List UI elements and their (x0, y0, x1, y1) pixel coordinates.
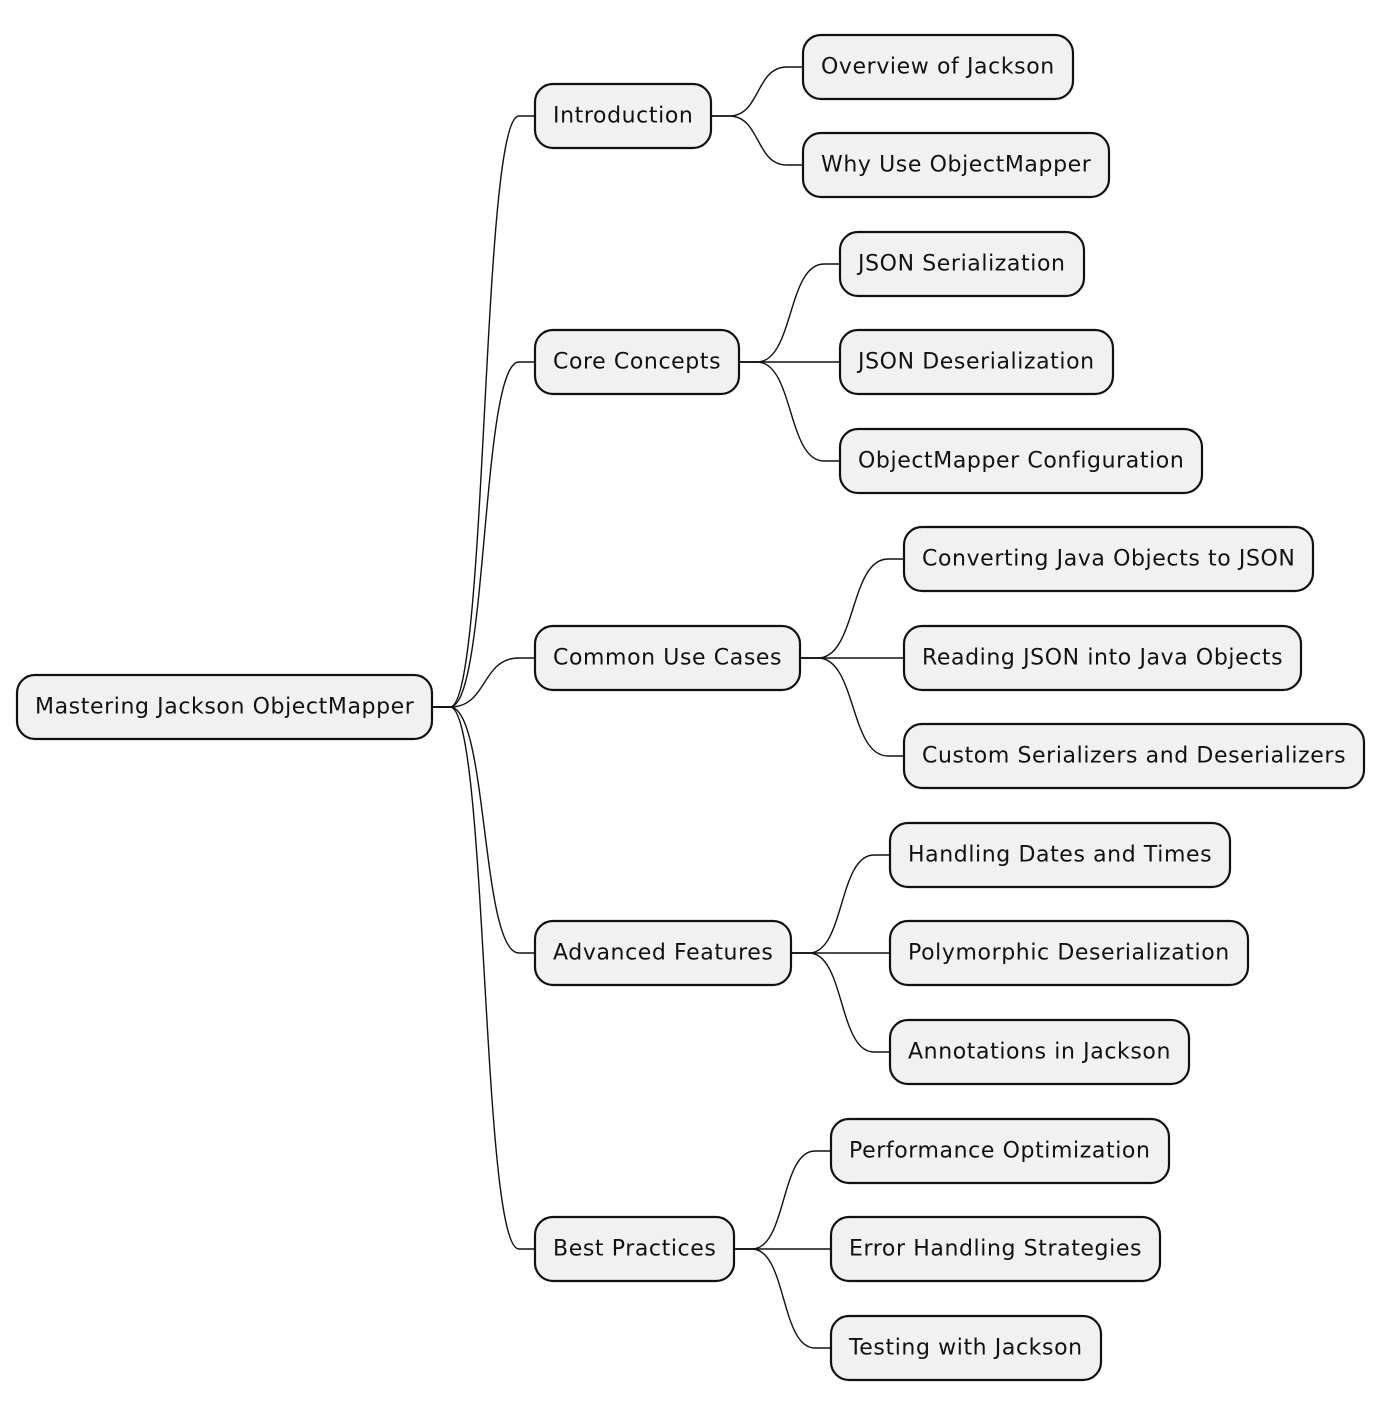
node-json-serialization-label: JSON Serialization (856, 252, 1066, 277)
node-converting-java-objects-to-json-label: Converting Java Objects to JSON (922, 547, 1295, 572)
node-introduction-box (533, 82, 713, 150)
node-why-use-objectmapper-label: Why Use ObjectMapper (821, 153, 1092, 178)
edge-root-to-intro (432, 115, 535, 708)
node-objectmapper-configuration-label: ObjectMapper Configuration (858, 449, 1184, 474)
node-json-deserialization-box (838, 328, 1115, 396)
edge-best-to-best-test (734, 1248, 831, 1349)
node-json-serialization: JSON Serialization (838, 230, 1086, 298)
edge-root-to-common (432, 657, 535, 708)
node-handling-dates-and-times-box (888, 821, 1232, 889)
node-json-serialization-box (838, 230, 1086, 298)
node-root: Mastering Jackson ObjectMapper (15, 673, 434, 741)
node-json-deserialization: JSON Deserialization (838, 328, 1115, 396)
edge-core-to-core-config (739, 361, 840, 462)
node-why-use-objectmapper: Why Use ObjectMapper (801, 131, 1111, 199)
node-introduction: Introduction (533, 82, 713, 150)
edge-root-to-best (432, 706, 535, 1250)
node-error-handling-strategies-box (829, 1215, 1162, 1283)
node-reading-json-into-java-objects-label: Reading JSON into Java Objects (922, 646, 1283, 671)
node-polymorphic-deserialization-box (888, 919, 1250, 987)
node-common-use-cases: Common Use Cases (533, 624, 802, 692)
node-custom-serializers-and-deserializers: Custom Serializers and Deserializers (902, 722, 1366, 790)
node-root-box (15, 673, 434, 741)
node-custom-serializers-and-deserializers-label: Custom Serializers and Deserializers (922, 744, 1346, 769)
node-advanced-features: Advanced Features (533, 919, 793, 987)
node-overview-of-jackson: Overview of Jackson (801, 33, 1075, 101)
node-handling-dates-and-times-label: Handling Dates and Times (908, 843, 1212, 868)
node-why-use-objectmapper-box (801, 131, 1111, 199)
edge-root-to-core (432, 361, 535, 708)
node-converting-java-objects-to-json-box (902, 525, 1315, 593)
edge-common-to-common-custom (800, 657, 904, 757)
node-objectmapper-configuration-box (838, 427, 1204, 495)
node-error-handling-strategies: Error Handling Strategies (829, 1215, 1162, 1283)
node-best-practices: Best Practices (533, 1215, 736, 1283)
node-core-concepts-label: Core Concepts (553, 350, 721, 375)
edge-common-to-common-convert (800, 558, 904, 659)
node-core-concepts-box (533, 328, 741, 396)
node-overview-of-jackson-label: Overview of Jackson (821, 55, 1055, 80)
node-overview-of-jackson-box (801, 33, 1075, 101)
edge-root-to-advanced (432, 706, 535, 954)
edge-core-to-core-ser (739, 263, 840, 363)
mindmap-edges (432, 66, 904, 1349)
node-best-practices-label: Best Practices (553, 1237, 716, 1262)
node-introduction-label: Introduction (553, 104, 693, 129)
node-testing-with-jackson-label: Testing with Jackson (848, 1336, 1083, 1361)
edge-intro-to-intro-why (711, 115, 803, 166)
node-advanced-features-label: Advanced Features (553, 941, 773, 966)
node-json-deserialization-label: JSON Deserialization (856, 350, 1095, 375)
node-performance-optimization-box (829, 1117, 1171, 1185)
node-error-handling-strategies-label: Error Handling Strategies (849, 1237, 1142, 1262)
node-root-label: Mastering Jackson ObjectMapper (35, 695, 415, 720)
node-testing-with-jackson-box (829, 1314, 1103, 1382)
node-annotations-in-jackson: Annotations in Jackson (888, 1018, 1191, 1086)
node-best-practices-box (533, 1215, 736, 1283)
node-annotations-in-jackson-box (888, 1018, 1191, 1086)
node-common-use-cases-label: Common Use Cases (553, 646, 782, 671)
node-polymorphic-deserialization-label: Polymorphic Deserialization (908, 941, 1230, 966)
node-polymorphic-deserialization: Polymorphic Deserialization (888, 919, 1250, 987)
node-objectmapper-configuration: ObjectMapper Configuration (838, 427, 1204, 495)
node-common-use-cases-box (533, 624, 802, 692)
node-custom-serializers-and-deserializers-box (902, 722, 1366, 790)
edge-best-to-best-perf (734, 1150, 831, 1250)
node-annotations-in-jackson-label: Annotations in Jackson (908, 1040, 1171, 1065)
node-performance-optimization: Performance Optimization (829, 1117, 1171, 1185)
edge-advanced-to-adv-annot (791, 952, 890, 1053)
edge-advanced-to-adv-dates (791, 854, 890, 954)
node-testing-with-jackson: Testing with Jackson (829, 1314, 1103, 1382)
edge-intro-to-intro-overview (711, 66, 803, 117)
node-handling-dates-and-times: Handling Dates and Times (888, 821, 1232, 889)
node-core-concepts: Core Concepts (533, 328, 741, 396)
node-advanced-features-box (533, 919, 793, 987)
node-reading-json-into-java-objects-box (902, 624, 1303, 692)
node-performance-optimization-label: Performance Optimization (849, 1139, 1151, 1164)
node-reading-json-into-java-objects: Reading JSON into Java Objects (902, 624, 1303, 692)
node-converting-java-objects-to-json: Converting Java Objects to JSON (902, 525, 1315, 593)
